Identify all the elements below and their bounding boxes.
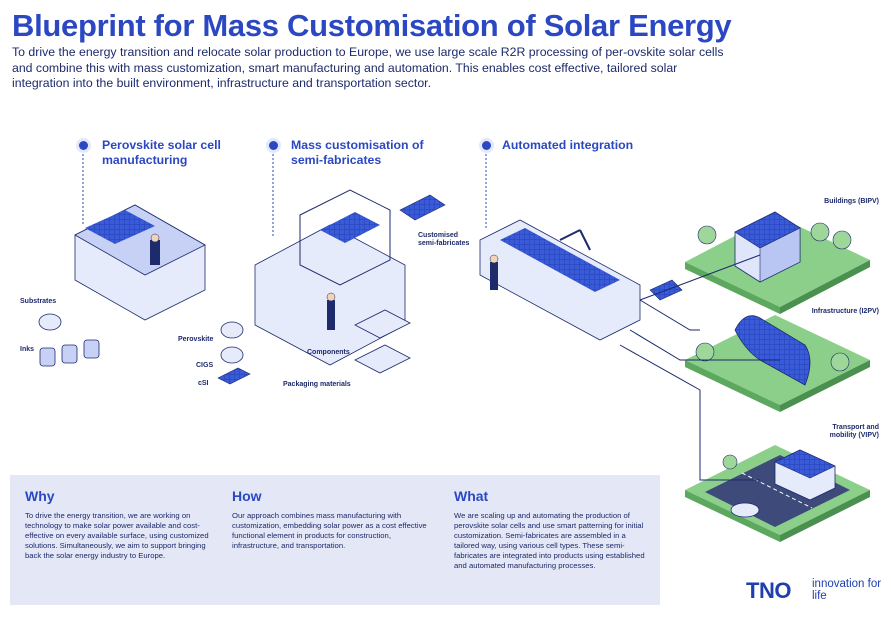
label-buildings: Buildings (BIPV) (824, 198, 879, 205)
label-cigs: CIGS (196, 362, 214, 369)
what-text: We are scaling up and automating the pro… (454, 511, 645, 570)
label-csi: cSI (198, 380, 209, 387)
how-column: How Our approach combines mass manufactu… (232, 488, 432, 551)
label-transport: Transport and mobility (VIPV) (829, 424, 879, 439)
brand-tagline: innovation for life (812, 578, 882, 602)
tno-logo: TNO (746, 578, 791, 603)
stage-label-customisation: Mass customisation of semi-fabricates (291, 138, 424, 167)
stage-marker-2 (269, 141, 278, 150)
integration-line (399, 194, 683, 341)
what-column: What We are scaling up and automating th… (454, 488, 649, 571)
material-rolls (38, 309, 411, 385)
why-heading: Why (25, 488, 55, 504)
label-components: Components (307, 349, 350, 356)
intro-text: To drive the energy transition and reloc… (12, 45, 724, 90)
label-substrates: Substrates (20, 298, 57, 305)
customisation-line (254, 189, 406, 366)
label-perovskite: Perovskite (178, 336, 214, 343)
transport-tile (685, 445, 870, 542)
buildings-tile (685, 211, 870, 314)
stage-label-perovskite: Perovskite solar cell manufacturing (102, 138, 221, 167)
info-panel: Why To drive the energy transition, we a… (10, 475, 660, 605)
stage-marker-1 (79, 141, 88, 150)
what-heading: What (454, 488, 489, 504)
stage-label-integration: Automated integration (502, 138, 634, 152)
label-packaging: Packaging materials (283, 381, 351, 388)
perovskite-line (74, 204, 206, 321)
infrastructure-tile (685, 315, 870, 412)
stage-marker-3 (482, 141, 491, 150)
label-infrastructure: Infrastructure (I2PV) (811, 308, 879, 315)
why-column: Why To drive the energy transition, we a… (25, 488, 220, 561)
label-inks: Inks (20, 346, 35, 353)
how-text: Our approach combines mass manufacturing… (232, 511, 427, 550)
how-heading: How (232, 488, 262, 504)
page-title: Blueprint for Mass Customisation of Sola… (12, 8, 732, 43)
label-customised: Customised semi-fabricates (418, 232, 470, 247)
why-text: To drive the energy transition, we are w… (25, 511, 209, 560)
